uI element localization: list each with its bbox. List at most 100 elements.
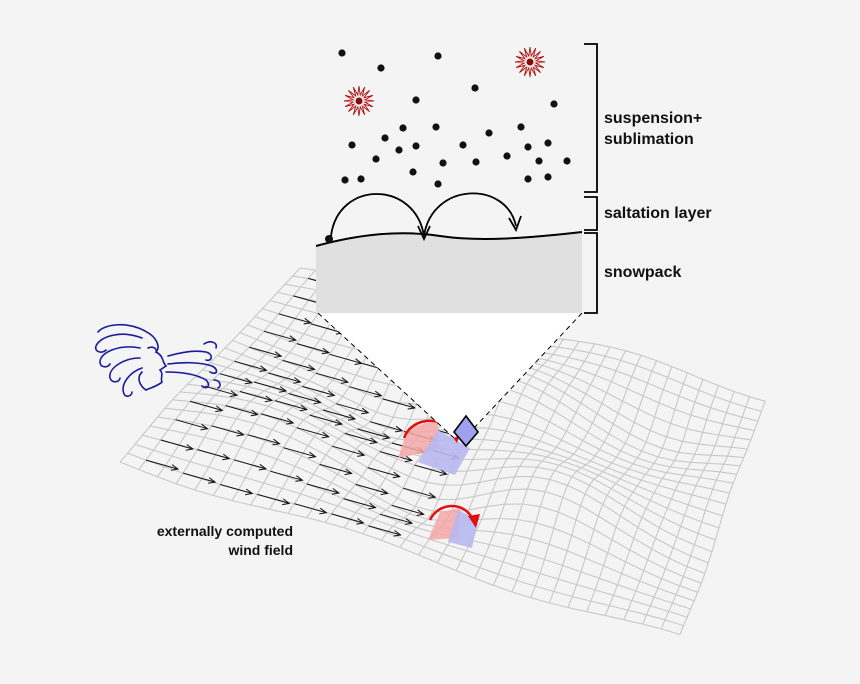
bracket-snowpack bbox=[584, 232, 598, 314]
wind-arrow bbox=[257, 493, 290, 504]
wind-arrow-head bbox=[368, 502, 377, 510]
snow-particle bbox=[338, 49, 346, 57]
mesh-line-col bbox=[623, 385, 720, 620]
wind-arrow bbox=[391, 504, 424, 515]
wind-arrow-head bbox=[170, 464, 180, 471]
mesh-line-col bbox=[586, 372, 689, 612]
wind-arrow bbox=[322, 409, 356, 420]
sublimating-particle-core-1 bbox=[355, 97, 363, 105]
bracket-suspension bbox=[584, 43, 598, 193]
wind-arrow bbox=[319, 463, 352, 474]
wind-arrow-head bbox=[279, 386, 288, 393]
wind-arrow-head bbox=[229, 390, 239, 397]
wind-arrow-head bbox=[244, 377, 253, 385]
mesh-line-col bbox=[455, 341, 580, 571]
wind-arrow bbox=[261, 413, 294, 424]
snow-particle bbox=[472, 158, 480, 166]
wind-arrow-head bbox=[308, 451, 317, 459]
wind-face-hair-5 bbox=[122, 367, 143, 397]
saltation-hop-1 bbox=[330, 193, 425, 237]
wind-face-hair-2 bbox=[94, 333, 143, 353]
snow-particle bbox=[459, 141, 467, 149]
snow-particle bbox=[381, 134, 389, 142]
snow-particle bbox=[550, 100, 558, 108]
snow-particle bbox=[517, 123, 525, 131]
mesh-line-col bbox=[548, 360, 658, 604]
wind-arrow-head bbox=[361, 407, 370, 415]
sublimating-particle-burst-1 bbox=[343, 85, 375, 117]
wind-arrow-head bbox=[259, 365, 268, 372]
bracket-saltation bbox=[584, 196, 598, 231]
label-wind-field-text: wind field bbox=[228, 542, 293, 558]
wind-arrow-head bbox=[321, 431, 330, 439]
snow-particle bbox=[535, 157, 543, 165]
wind-arrow-head bbox=[404, 518, 414, 525]
zoom-cone bbox=[318, 313, 582, 438]
layer-brackets bbox=[584, 43, 598, 314]
snow-particle bbox=[432, 123, 440, 131]
snow-particle bbox=[471, 84, 479, 92]
saltation-hop-1-head bbox=[417, 225, 431, 242]
wind-face-hair-3 bbox=[99, 346, 141, 368]
label-suspension-sublimation: suspension+ sublimation bbox=[604, 108, 702, 150]
snowpack-block bbox=[315, 192, 583, 313]
wind-arrow-head bbox=[258, 463, 268, 471]
wind-face-icon bbox=[94, 323, 221, 397]
mesh-line-col bbox=[660, 396, 751, 630]
wind-gust-3 bbox=[165, 371, 210, 389]
wind-arrow-head bbox=[274, 351, 283, 358]
wind-arrow bbox=[197, 449, 230, 460]
saltation-hop-2-head bbox=[508, 215, 522, 233]
wind-arrow-head bbox=[439, 469, 448, 476]
snow-particle bbox=[524, 143, 532, 151]
suspended-particles bbox=[338, 49, 571, 188]
wind-arrow bbox=[403, 487, 436, 498]
wind-arrow bbox=[379, 451, 412, 461]
wind-arrow bbox=[379, 513, 413, 524]
wind-face-eye bbox=[147, 346, 157, 351]
snow-particle bbox=[348, 141, 356, 149]
wind-arrow-head bbox=[392, 471, 401, 479]
mesh-line-col bbox=[679, 401, 766, 635]
wind-arrow bbox=[225, 405, 258, 416]
wind-arrow bbox=[211, 425, 244, 436]
snow-particle bbox=[563, 157, 571, 165]
wind-arrow-head bbox=[264, 395, 274, 403]
wind-arrow-head bbox=[282, 498, 291, 506]
wind-arrow bbox=[145, 459, 179, 470]
wind-arrow-head bbox=[288, 335, 298, 342]
snow-particle bbox=[395, 146, 403, 154]
zoom-projection bbox=[317, 312, 583, 448]
wind-arrow-head bbox=[369, 437, 379, 445]
wind-arrow bbox=[175, 419, 208, 430]
wind-arrow bbox=[329, 353, 362, 364]
wind-arrow-head bbox=[303, 317, 312, 325]
wind-arrow bbox=[368, 525, 401, 536]
label-sublimation: sublimation bbox=[604, 131, 694, 148]
wind-face-profile bbox=[145, 333, 168, 391]
wind-arrow-head bbox=[340, 377, 350, 384]
wind-arrow bbox=[332, 445, 365, 456]
wind-arrow bbox=[349, 386, 382, 397]
wind-arrow bbox=[343, 498, 376, 509]
wind-arrow-head bbox=[407, 403, 416, 410]
wind-arrow bbox=[288, 393, 321, 403]
snow-particle bbox=[412, 96, 420, 104]
wind-arrow bbox=[315, 372, 349, 383]
label-externally-computed: externally computed bbox=[156, 523, 293, 539]
wind-arrow bbox=[296, 343, 329, 354]
wind-arrow bbox=[278, 313, 311, 324]
wind-arrow-head bbox=[245, 488, 254, 496]
wind-arrow-head bbox=[344, 468, 353, 476]
wind-arrow bbox=[282, 359, 315, 370]
sublimating-particle-core-2 bbox=[526, 58, 534, 66]
wind-arrow bbox=[302, 385, 335, 396]
wind-gust-2 bbox=[167, 361, 218, 375]
mesh-line-col bbox=[119, 267, 301, 463]
wind-face-hair-1 bbox=[97, 323, 151, 335]
snow-particle bbox=[434, 180, 442, 188]
wind-arrow-head bbox=[327, 390, 336, 398]
wind-arrow-head bbox=[382, 433, 391, 440]
snowpack-body bbox=[316, 232, 582, 313]
wind-arrow-head bbox=[428, 492, 437, 499]
